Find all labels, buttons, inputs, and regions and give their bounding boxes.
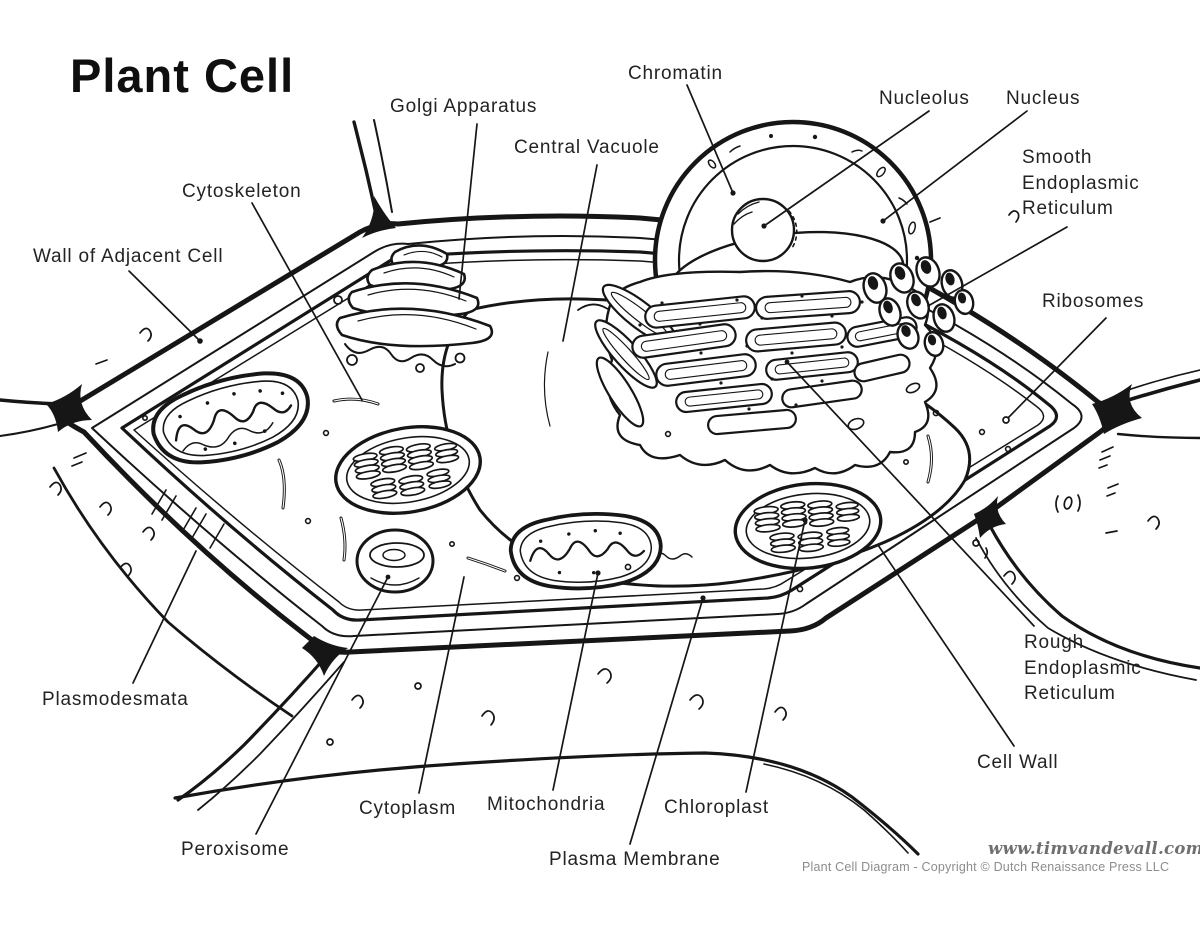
label-rough-er: Rough Endoplasmic Reticulum [1024, 632, 1142, 704]
leader-plasma-membrane [629, 597, 704, 845]
leader-central-vacuole [562, 164, 598, 342]
leader-peroxisome [255, 576, 389, 835]
website-credit: www.timvandevall.com [988, 839, 1200, 858]
leader-rough-er [786, 361, 1035, 627]
leader-plasmodesmata [132, 550, 197, 684]
wall-of-adjacent-cells [0, 119, 1200, 856]
label-cytoskeleton: Cytoskeleton [182, 181, 302, 202]
label-golgi-apparatus: Golgi Apparatus [390, 96, 538, 117]
cytoskeleton-filaments [277, 397, 933, 573]
label-cell-wall: Cell Wall [977, 752, 1059, 773]
leader-chromatin [686, 84, 734, 194]
label-cytoplasm: Cytoplasm [359, 798, 456, 819]
leader-ribosomes [1005, 317, 1107, 421]
leader-nucleus [882, 110, 1028, 222]
leader-mitochondria [552, 572, 599, 791]
leader-cytoplasm [418, 576, 465, 794]
leader-nucleolus [763, 110, 930, 227]
label-mitochondria: Mitochondria [487, 794, 606, 815]
copyright-notice: Plant Cell Diagram - Copyright © Dutch R… [802, 860, 1170, 874]
rough-endoplasmic-reticulum [594, 269, 938, 475]
leader-chloroplast [745, 519, 806, 793]
plasma-membrane [120, 249, 1059, 622]
label-ribosomes: Ribosomes [1042, 291, 1145, 312]
label-nucleus: Nucleus [1006, 88, 1081, 109]
leader-cell-wall [877, 544, 1015, 747]
page-title: Plant Cell [70, 49, 295, 102]
chloroplast-1 [334, 425, 482, 515]
label-smooth-er: Smooth Endoplasmic Reticulum [1022, 147, 1140, 219]
label-chloroplast: Chloroplast [664, 797, 769, 818]
ribosome-dots [142, 409, 1012, 593]
peroxisome [355, 528, 435, 594]
nucleolus [730, 197, 798, 263]
leader-smooth-er [927, 226, 1068, 307]
smooth-endoplasmic-reticulum [862, 256, 975, 357]
label-peroxisome: Peroxisome [181, 839, 290, 860]
label-wall-of-adjacent-cell: Wall of Adjacent Cell [33, 246, 224, 267]
golgi-apparatus [333, 244, 494, 373]
label-central-vacuole: Central Vacuole [514, 137, 660, 158]
wall-junctions [46, 196, 1142, 676]
label-plasma-membrane: Plasma Membrane [549, 849, 721, 870]
leader-golgi-apparatus [458, 123, 478, 300]
mitochondrion-2 [508, 511, 663, 591]
label-nucleolus: Nucleolus [879, 88, 970, 109]
label-chromatin: Chromatin [628, 63, 723, 84]
ribosome-dots-on-er [638, 294, 864, 411]
cell-wall [57, 213, 1113, 655]
adjacent-cell-marks [49, 210, 1160, 746]
plasmodesmata-channels [151, 489, 225, 549]
mitochondrion-1 [151, 371, 310, 465]
leader-wall-of-adjacent-cell [128, 270, 201, 342]
label-plasmodesmata: Plasmodesmata [42, 689, 189, 710]
chloroplast-2 [733, 481, 883, 571]
leader-lines [128, 84, 1107, 845]
leader-cytoskeleton [251, 202, 363, 401]
